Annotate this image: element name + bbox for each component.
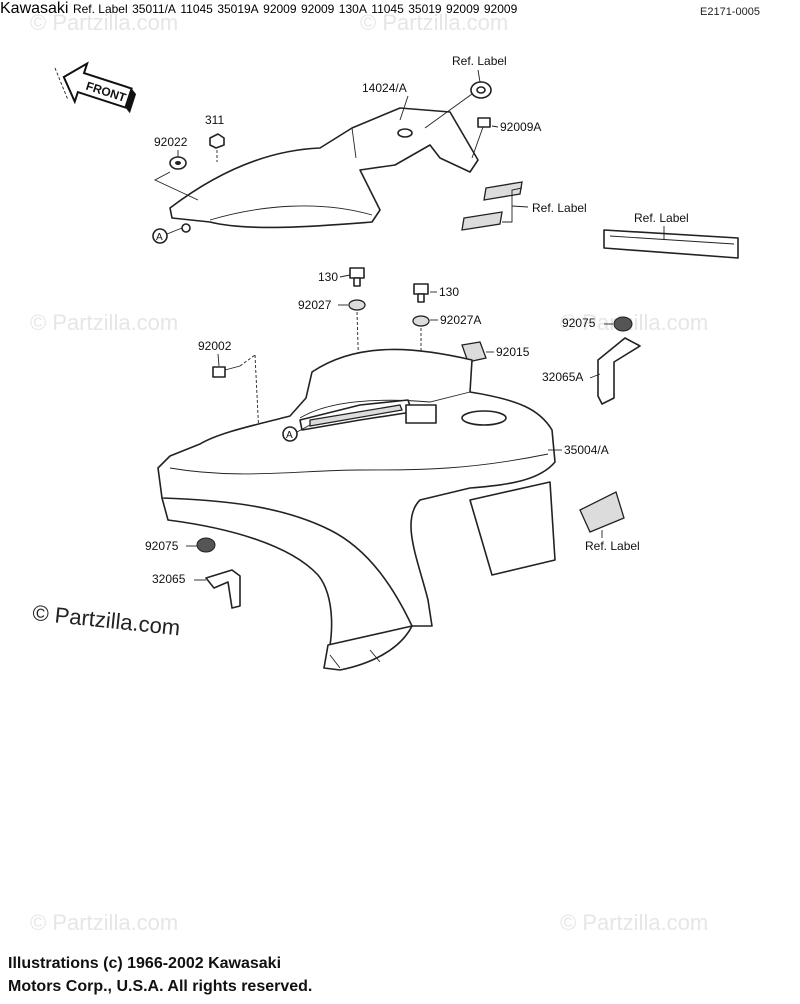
part-number-130-right: 130 <box>439 285 459 299</box>
bolt-92009-b2: 92009 © Partzilla.com Illustrations (c) … <box>8 0 518 995</box>
part-number-32065A: 32065A <box>542 370 583 384</box>
bolt-92009-b1: 92009 92009 © Partzilla.com Illustration… <box>8 0 518 995</box>
bolt-130-left <box>349 267 365 287</box>
plate-11045-top: 11045 35019A 92009 92009 130A 11045 3501… <box>8 0 518 995</box>
nut-311 <box>209 133 225 149</box>
damper-92015 <box>461 341 487 363</box>
part-number-14024A: 14024/A <box>362 81 407 95</box>
bracket-32065 <box>205 569 241 609</box>
ref-label-sticker-fender <box>579 491 625 533</box>
part-number-92027A: 92027A <box>440 313 481 327</box>
part-number-92009-b1: 92009 <box>446 2 480 16</box>
part-number-92022: 92022 <box>154 135 188 149</box>
part-number-92015: 92015 <box>496 345 530 359</box>
callout-a-top <box>152 228 168 244</box>
seat-cover-14024 <box>169 107 479 233</box>
ref-label-sticker-decal: Ref. Label 35011/A 11045 35019A 92009 92… <box>8 0 518 995</box>
ref-label-right: Ref. Label <box>634 211 689 225</box>
watermark: © Partzilla.com <box>30 10 178 35</box>
callout-a-fender <box>282 426 298 442</box>
front-arrow: FRONT <box>62 61 137 114</box>
kawasaki-decal: Kawasaki <box>0 0 73 17</box>
part-number-92002: 92002 <box>198 339 232 353</box>
watermark: © Partzilla.com <box>360 10 508 35</box>
guard-35019: 35019 92009 92009 © Partzilla.com Illust… <box>8 0 518 995</box>
bolt-130-right <box>413 283 429 303</box>
callout-a-label: A <box>156 232 163 243</box>
ref-label-mid: Ref. Label <box>532 201 587 215</box>
ref-label-stickers-mid <box>461 181 523 231</box>
kawasaki-logo-text: Kawasaki <box>0 0 69 17</box>
part-number-32065: 32065 <box>152 572 186 586</box>
part-number-92075-left: 92075 <box>145 539 179 553</box>
part-number-92075-right: 92075 <box>562 316 596 330</box>
part-number-11045-top: 11045 <box>180 2 213 16</box>
bracket-32065A <box>597 337 641 405</box>
bolt-130A: 130A 11045 35019 92009 92009 © Partzilla… <box>8 0 518 995</box>
grommet-92027 <box>348 299 366 311</box>
guard-35019A: 35019A 92009 92009 130A 11045 35019 9200… <box>8 0 518 995</box>
part-number-92009-r2: 92009 <box>300 2 335 16</box>
footer-copyright: Illustrations (c) 1966-2002 Kawasaki Mot… <box>8 952 312 998</box>
watermark: © Partzilla.com <box>30 310 178 335</box>
part-number-11045-bottom: 11045 <box>371 2 404 16</box>
part-number-35019A: 35019A <box>217 2 259 16</box>
watermark: © Partzilla.com <box>30 910 178 935</box>
part-number-35011A: 35011/A <box>132 2 176 16</box>
damper-92075-left <box>196 537 216 553</box>
watermark-layer: © Partzilla.com © Partzilla.com © Partzi… <box>30 10 708 935</box>
screw-92009A <box>471 117 491 159</box>
watermark: © Partzilla.com <box>560 910 708 935</box>
ref-label-top: Ref. Label <box>452 54 507 68</box>
bolt-92002 <box>212 365 241 378</box>
ref-label-decal: Ref. Label <box>72 2 128 16</box>
part-number-92009-r1: 92009 <box>263 2 297 16</box>
rear-fender-35004 <box>157 348 556 671</box>
damper-92075-right <box>613 316 633 332</box>
part-number-92027: 92027 <box>298 298 332 312</box>
part-number-311: 311 <box>205 113 224 127</box>
footer-line-1: Illustrations (c) 1966-2002 Kawasaki <box>8 955 282 972</box>
bolt-92009-r1: 92009 92009 130A 11045 35019 92009 92009… <box>8 0 518 995</box>
part-number-92009A: 92009A <box>500 120 541 134</box>
part-number-92009-b2: 92009 <box>483 2 518 16</box>
footer-line-2: Motors Corp., U.S.A. All rights reserved… <box>8 978 313 995</box>
plate-11045-bottom: 11045 35019 92009 92009 © Partzilla.com … <box>8 0 518 995</box>
part-number-35019: 35019 <box>408 2 442 16</box>
diagram-code: E2171-0005 <box>700 6 760 18</box>
bolt-92009-r2: 92009 130A 11045 35019 92009 92009 © Par… <box>8 0 518 995</box>
part-number-130A: 130A <box>338 2 367 16</box>
part-number-35004A: 35004/A <box>564 443 609 457</box>
callout-a-label: A <box>286 430 293 441</box>
ref-label-strip <box>603 229 739 259</box>
watermark: © Partzilla.com <box>560 310 708 335</box>
grommet-92027A <box>412 315 430 327</box>
ref-label-fender: Ref. Label <box>585 539 640 553</box>
part-number-130-left: 130 <box>318 270 338 284</box>
